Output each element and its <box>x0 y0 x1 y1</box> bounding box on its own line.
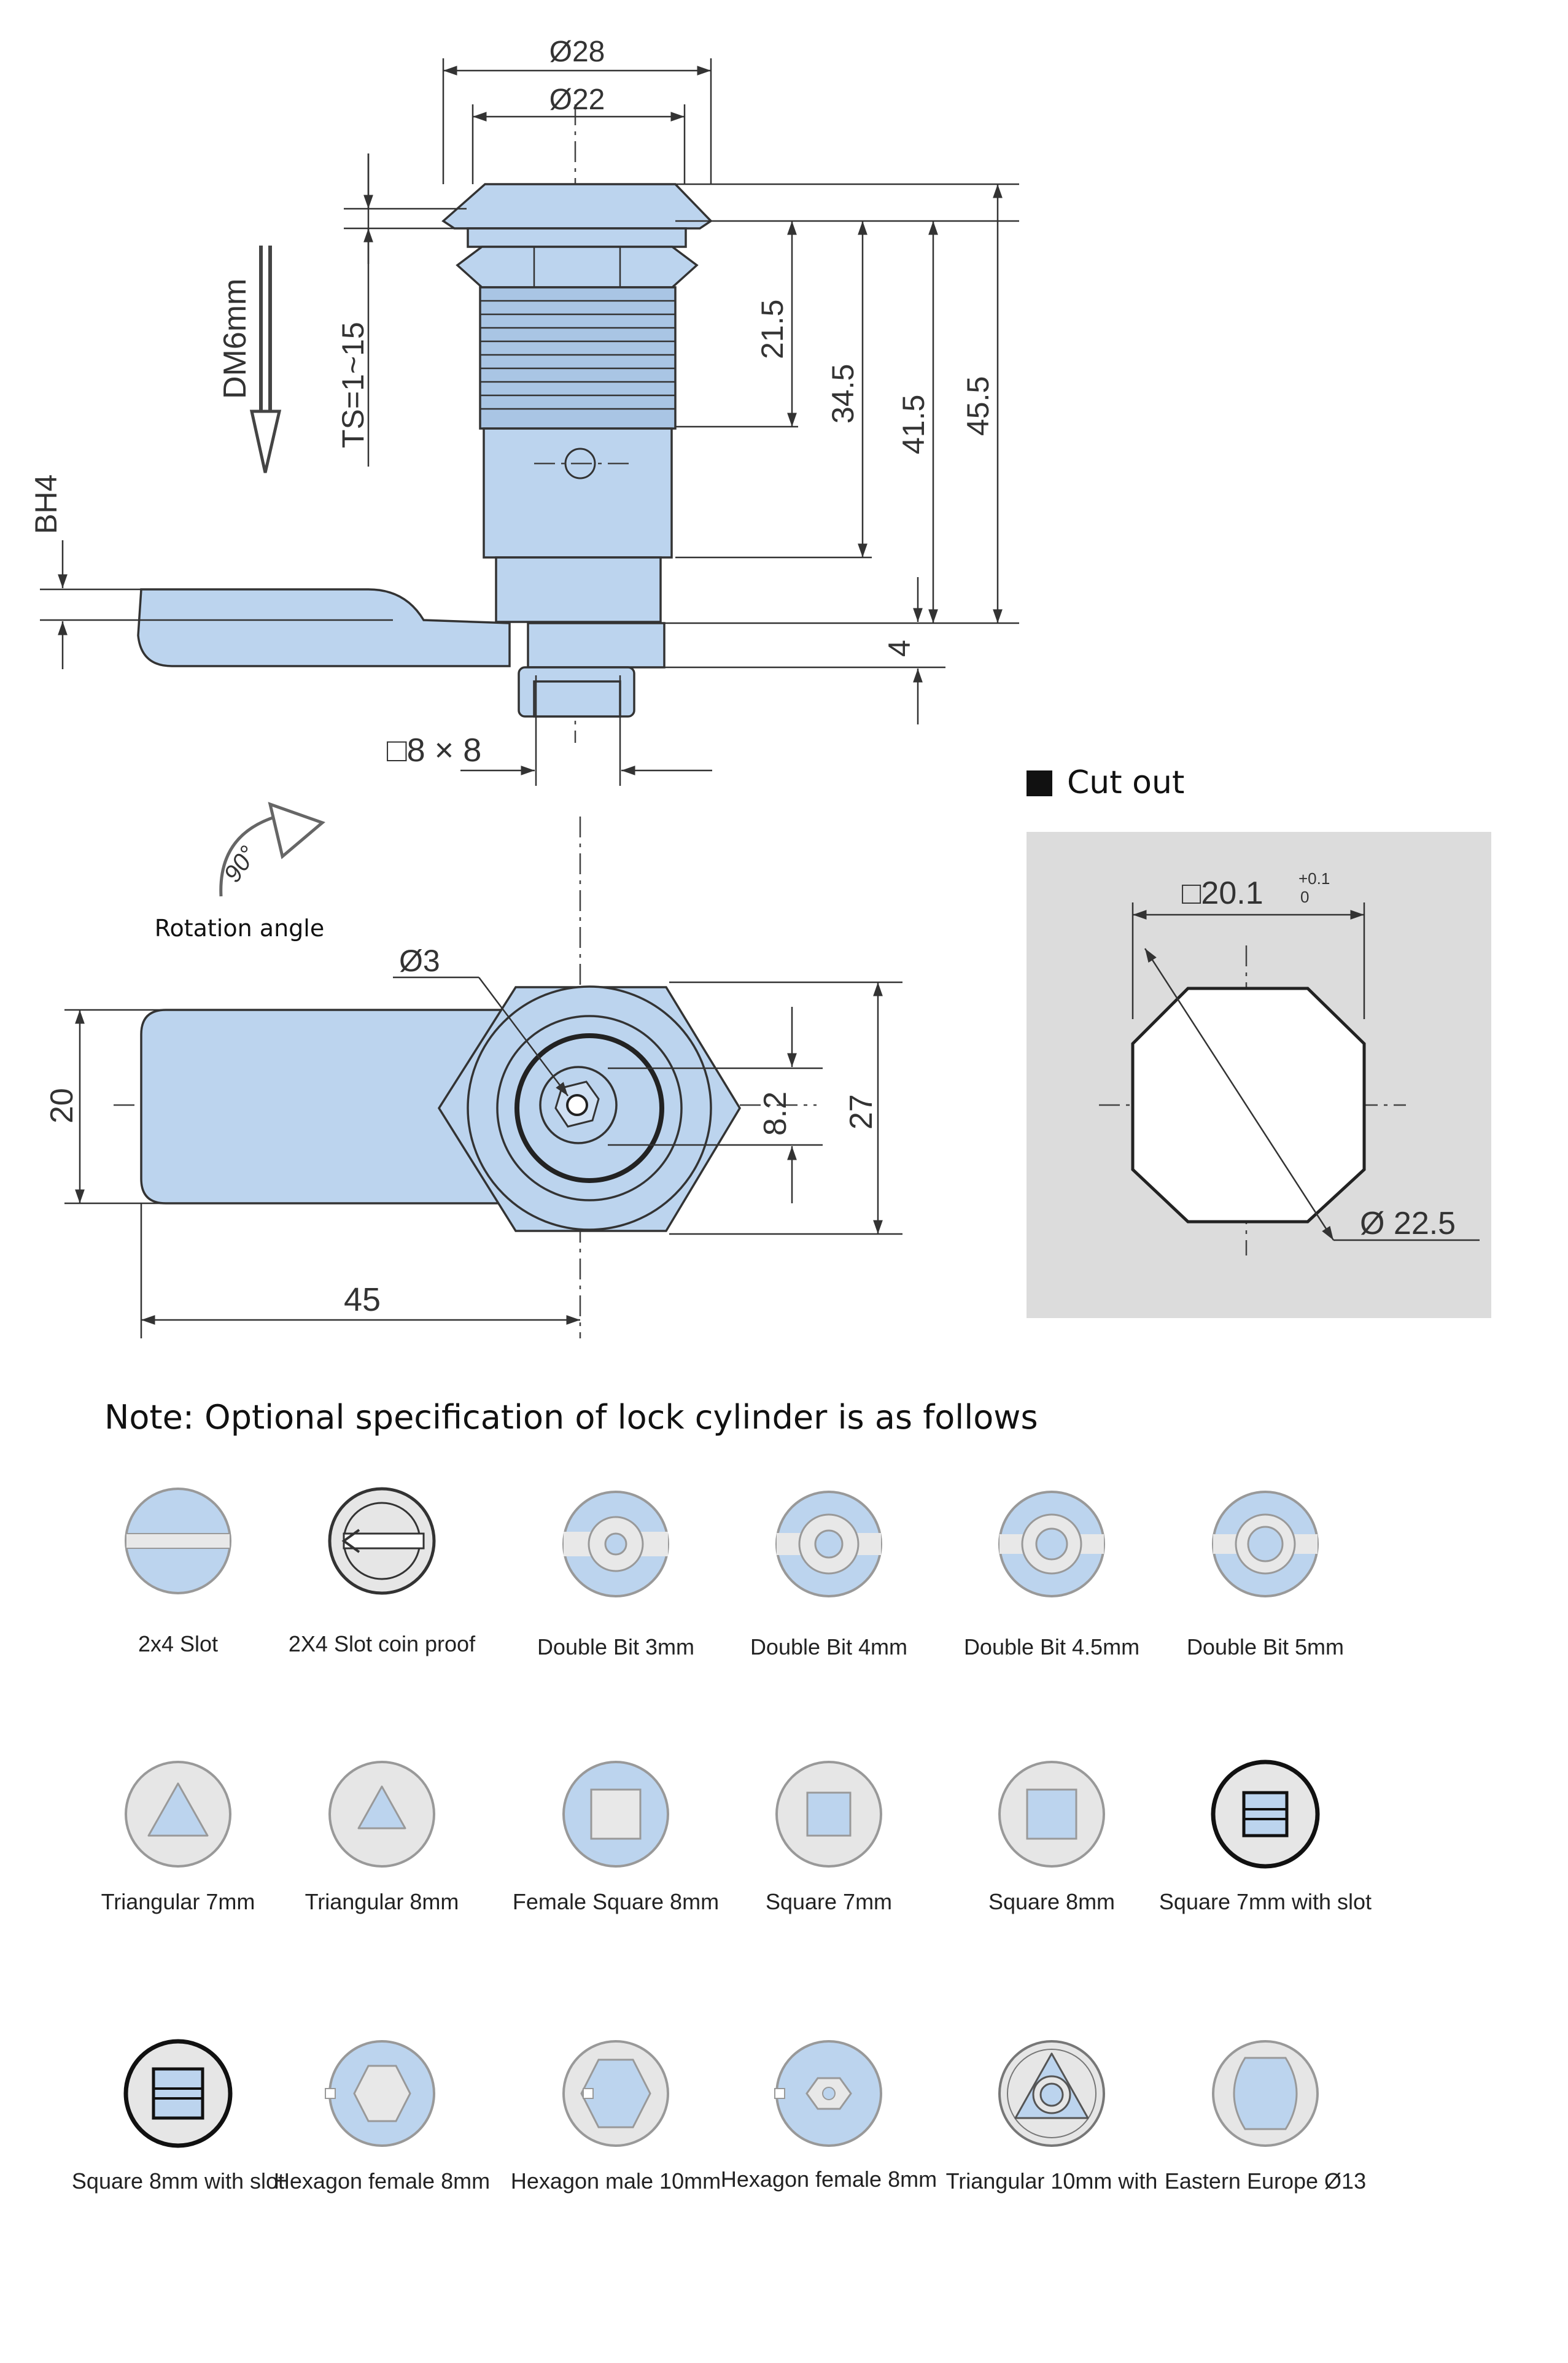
dim-4: 4 <box>882 640 917 657</box>
rotation-label: Rotation angle <box>155 915 324 942</box>
cylinder-label-6: Double Bit 5mm <box>1187 1634 1344 1659</box>
dim-20: 20 <box>44 1088 80 1123</box>
dim-45-5: 45.5 <box>961 376 995 436</box>
cylinder-label-9: Female Square 8mm <box>513 1889 719 1914</box>
spindle <box>527 622 666 669</box>
cylinder-label-16: Hexagon female 8mm <box>721 2167 937 2192</box>
double-bit-4-5mm-icon <box>998 1491 1105 1597</box>
cylinder-label-5: Double Bit 4.5mm <box>964 1634 1139 1659</box>
double-bit-5mm-icon <box>1212 1491 1319 1597</box>
square-8mm-slot-icon <box>123 2039 233 2148</box>
cutout-panel: Cut out □20.1 +0.1 0 Ø 22.5 <box>1027 764 1491 1318</box>
slot-coin-proof-icon <box>328 1487 436 1595</box>
cutout-diameter: Ø 22.5 <box>1360 1206 1456 1241</box>
dim-45: 45 <box>344 1281 381 1318</box>
cylinder-label-2: 2X4 Slot coin proof <box>289 1631 476 1656</box>
cylinder-label-8: Triangular 8mm <box>305 1889 459 1914</box>
cylinder-label-17: Triangular 10mm with <box>946 2168 1158 2194</box>
square-7mm-icon <box>775 1761 882 1868</box>
rotation-angle-value: 90° <box>219 841 262 887</box>
cutout-title: Cut out <box>1067 764 1184 801</box>
dim-ts: TS=1~15 <box>336 322 370 448</box>
triangular-8mm-icon <box>328 1761 435 1868</box>
dim-sq8: □8 × 8 <box>387 732 481 769</box>
cam-lever <box>137 588 511 667</box>
drive-nut <box>533 680 621 718</box>
cutout-diameter-line <box>1144 948 1335 1241</box>
keyway-hole <box>566 1094 588 1116</box>
washer <box>467 227 687 248</box>
rotation-arrow-icon <box>268 802 325 859</box>
slot-2x4-icon <box>125 1488 231 1594</box>
rotation-arc <box>219 815 277 897</box>
plain-body <box>483 427 673 559</box>
cylinder-label-10: Square 7mm <box>766 1889 892 1914</box>
rotation-indicator: 90° Rotation angle <box>155 802 325 942</box>
dim-21-5: 21.5 <box>755 300 790 359</box>
cutout-title-square-icon <box>1027 770 1052 796</box>
dim-dm: DM6mm <box>217 279 253 399</box>
lower-body <box>495 556 662 623</box>
square-8mm-icon <box>998 1761 1105 1868</box>
dim-34-5: 34.5 <box>826 364 860 424</box>
cutout-tol-lower: 0 <box>1300 888 1309 906</box>
double-bit-3mm-icon <box>562 1491 669 1597</box>
cylinder-label-4: Double Bit 4mm <box>750 1634 907 1659</box>
dim-dia22: Ø22 <box>549 83 605 116</box>
cylinder-label-18: Eastern Europe Ø13 <box>1165 2168 1366 2194</box>
double-bit-4mm-icon <box>775 1491 882 1597</box>
dim-8-2: 8.2 <box>758 1092 793 1136</box>
thread-lines <box>480 300 675 410</box>
cylinder-label-11: Square 8mm <box>988 1889 1115 1914</box>
pin-hole <box>564 448 596 479</box>
cylinder-label-7: Triangular 7mm <box>101 1889 255 1914</box>
cutout-square-size: □20.1 <box>1182 875 1263 911</box>
side-view: Ø28 Ø22 DM6mm TS=1~15 BH4 21 <box>29 36 1019 786</box>
square-7mm-slot-icon <box>1211 1760 1320 1869</box>
dim-dia3: Ø3 <box>399 944 440 978</box>
triangular-10mm-icon <box>998 2040 1105 2147</box>
cutout-tol-upper: +0.1 <box>1298 869 1330 888</box>
eastern-europe-13-icon <box>1212 2040 1319 2147</box>
triangular-7mm-icon <box>125 1761 231 1868</box>
front-view: Ø3 20 45 8.2 27 <box>44 817 902 1338</box>
threaded-body <box>479 286 677 430</box>
dim-27: 27 <box>844 1094 879 1130</box>
cylinder-label-13: Square 8mm with slot <box>72 2168 284 2194</box>
cylinder-label-1: 2x4 Slot <box>138 1631 218 1656</box>
hexagon-male-10mm-icon <box>562 2040 669 2147</box>
cylinder-options: 2x4 Slot 2X4 Slot coin proof Double Bit … <box>72 1487 1372 2194</box>
cylinder-label-14: Hexagon female 8mm <box>274 2168 490 2194</box>
note-text: Note: Optional specification of lock cyl… <box>104 1398 1038 1437</box>
female-square-8mm-icon <box>562 1761 669 1868</box>
cylinder-label-15: Hexagon male 10mm <box>511 2168 721 2194</box>
hexagon-female-8mm-b-icon <box>774 2040 882 2147</box>
cylinder-label-3: Double Bit 3mm <box>537 1634 694 1659</box>
dim-bh: BH4 <box>29 475 63 534</box>
dim-dia28: Ø28 <box>549 36 605 68</box>
hexagon-female-8mm-icon <box>325 2040 435 2147</box>
dim-41-5: 41.5 <box>896 395 931 454</box>
hex-nut <box>456 246 699 289</box>
head-flange <box>441 183 713 230</box>
cylinder-label-12: Square 7mm with slot <box>1159 1889 1372 1914</box>
cutout-shape <box>1131 987 1366 1224</box>
dm-arrow <box>249 246 282 473</box>
